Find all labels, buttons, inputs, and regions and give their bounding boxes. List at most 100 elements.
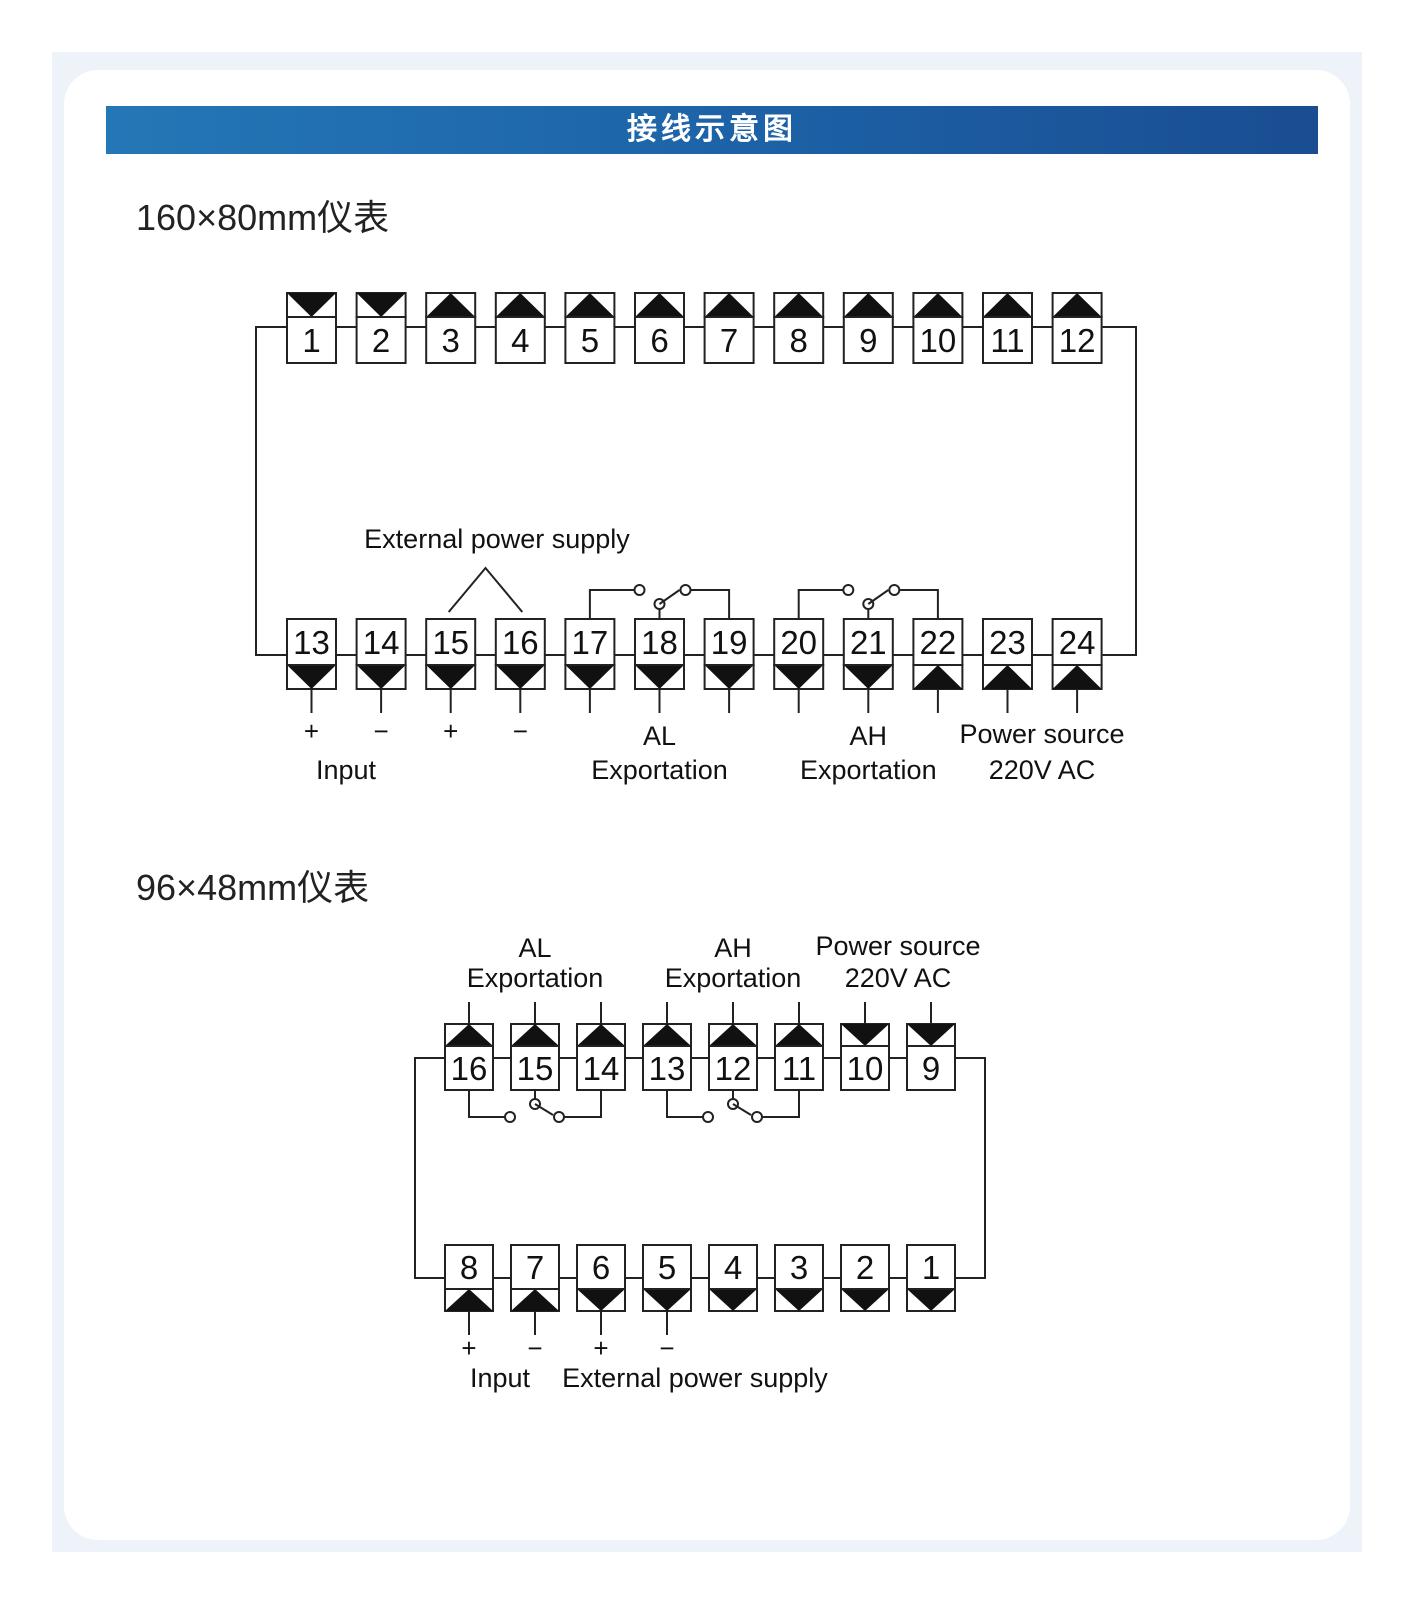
- terminal-box: [982, 618, 1033, 666]
- input-label: Input: [470, 1363, 531, 1393]
- terminal-box: [642, 1045, 692, 1091]
- terminal-10: 10: [912, 292, 964, 364]
- terminal-box: [906, 1244, 956, 1290]
- terminal-16: 16: [494, 618, 546, 690]
- terminal-21: 21: [842, 618, 894, 690]
- terminal-number: 10: [847, 1050, 884, 1087]
- frame-right: [1102, 326, 1137, 656]
- terminal-number: 9: [859, 322, 877, 359]
- ah-relay-contact: [751, 1111, 763, 1123]
- terminal-number: 16: [451, 1050, 488, 1087]
- terminal-arrow: [577, 1289, 625, 1311]
- terminal-15: 15: [425, 618, 477, 690]
- terminal-number: 12: [715, 1050, 752, 1087]
- terminal-box: [494, 316, 546, 364]
- terminal-2: 2: [355, 292, 407, 364]
- ah-exportation-label: Exportation: [800, 755, 937, 785]
- terminal-22: 22: [912, 618, 964, 690]
- terminal-number: 4: [724, 1249, 742, 1286]
- terminal-arrow: [643, 1024, 691, 1046]
- terminal-number: 7: [720, 322, 738, 359]
- terminal-box: [912, 618, 964, 666]
- supply-plus-sign: +: [593, 1333, 608, 1363]
- terminal-arrow: [643, 1289, 691, 1311]
- terminal-box: [1051, 316, 1103, 364]
- terminal-arrow: [635, 293, 684, 317]
- terminal-box: [912, 316, 964, 364]
- terminal-arrow: [511, 1024, 559, 1046]
- terminal-number: 14: [363, 624, 400, 661]
- terminal-box: [982, 316, 1033, 364]
- terminal-box: [576, 1045, 626, 1091]
- terminal-box: [425, 618, 477, 666]
- terminal-arrow: [841, 1289, 889, 1311]
- terminal-number: 2: [856, 1249, 874, 1286]
- terminal-number: 12: [1059, 322, 1096, 359]
- terminal-box: [708, 1244, 758, 1290]
- terminal-arrow: [356, 293, 406, 317]
- terminal-arrow: [1052, 665, 1102, 689]
- terminal-box: [634, 316, 685, 364]
- terminal-box: [564, 316, 616, 364]
- terminal-arrow: [843, 665, 893, 689]
- ah-label: AH: [714, 933, 752, 963]
- terminal-arrow: [426, 665, 476, 689]
- terminal-box: [355, 316, 407, 364]
- terminal-arrow: [287, 293, 336, 317]
- terminal-19: 19: [703, 618, 755, 690]
- supply-minus-sign: −: [513, 716, 528, 746]
- terminal-17: 17: [564, 618, 616, 690]
- terminal-arrow: [775, 1024, 823, 1046]
- voltage-label: 220V AC: [989, 755, 1096, 785]
- al-relay-contact: [553, 1111, 565, 1123]
- terminal-number: 5: [581, 322, 599, 359]
- terminal-number: 23: [989, 624, 1026, 661]
- voltage-label: 220V AC: [845, 963, 952, 993]
- terminal-number: 9: [922, 1050, 940, 1087]
- terminal-arrow: [774, 293, 824, 317]
- terminal-arrow: [577, 1024, 625, 1046]
- terminal-8: 8: [773, 292, 825, 364]
- supply-minus-sign: −: [659, 1333, 674, 1363]
- terminal-number: 5: [658, 1249, 676, 1286]
- ah-relay-wire: [762, 1090, 800, 1118]
- external-power-label: External power supply: [562, 1363, 828, 1393]
- terminal-number: 22: [920, 624, 957, 661]
- terminal-box: [355, 618, 407, 666]
- terminal-box: [494, 618, 546, 666]
- external-power-connector: [447, 566, 524, 613]
- terminal-number: 11: [782, 1050, 816, 1087]
- terminal-arrow: [907, 1289, 955, 1311]
- terminal-box: [286, 316, 337, 364]
- input-plus-sign: +: [461, 1333, 476, 1363]
- terminal-box: [842, 316, 894, 364]
- terminal-number: 21: [850, 624, 887, 661]
- terminal-arrow: [1052, 293, 1102, 317]
- terminal-box: [774, 1045, 824, 1091]
- ah-label: AH: [850, 721, 888, 751]
- terminal-6: 6: [634, 292, 685, 364]
- terminal-arrow: [445, 1289, 493, 1311]
- terminal-number: 1: [922, 1249, 940, 1286]
- terminal-number: 15: [517, 1050, 554, 1087]
- terminal-arrow: [907, 1024, 955, 1046]
- terminal-10: 10: [840, 1023, 890, 1091]
- terminal-box: [642, 1244, 692, 1290]
- ah-relay-wire: [797, 589, 844, 619]
- terminal-8: 8: [444, 1244, 494, 1312]
- terminal-box: [444, 1045, 494, 1091]
- terminal-arrow: [704, 293, 754, 317]
- input-minus-sign: −: [527, 1333, 542, 1363]
- al-relay-wire: [468, 1090, 505, 1118]
- terminal-number: 3: [442, 322, 460, 359]
- terminal-box: [444, 1244, 494, 1290]
- al-relay-wire: [564, 1090, 602, 1118]
- terminal-arrow: [913, 293, 963, 317]
- al-relay-contact: [504, 1111, 516, 1123]
- al-relay-wire: [588, 589, 635, 619]
- terminal-number: 2: [372, 322, 390, 359]
- al-relay-contact: [679, 584, 692, 596]
- terminal-arrow: [635, 665, 684, 689]
